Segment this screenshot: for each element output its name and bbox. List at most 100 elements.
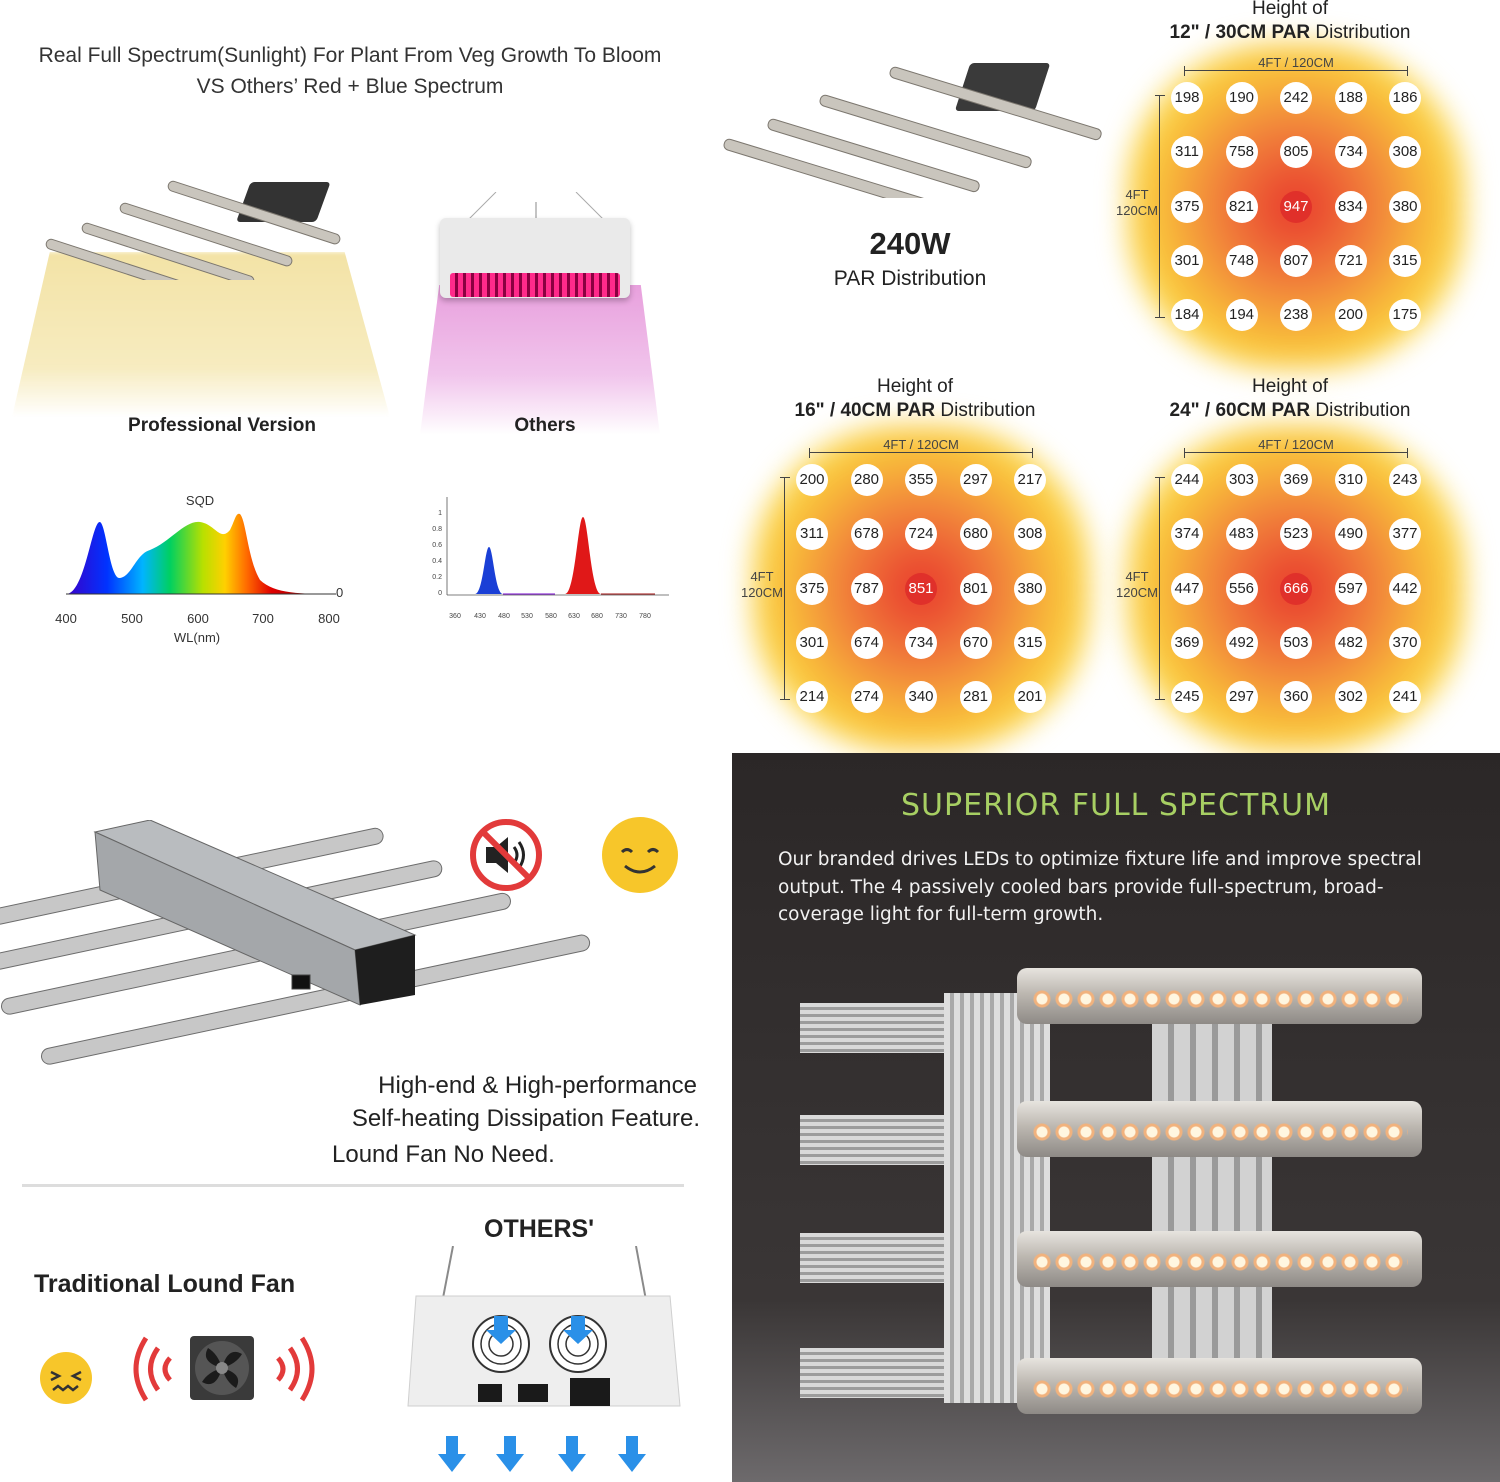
- par-value-cell: 503: [1280, 626, 1312, 659]
- feature-line-3: Lound Fan No Need.: [332, 1141, 555, 1168]
- par-value-cell: 200: [1334, 299, 1367, 332]
- depth-ruler: [1155, 477, 1165, 701]
- par-value-cell: 374: [1171, 518, 1203, 551]
- heatsink-fins: [800, 1348, 950, 1398]
- par-height-title: 24" / 60CM PAR Distribution: [1100, 400, 1480, 422]
- depth-label: 120CM: [1116, 584, 1158, 600]
- led-bar: [1017, 1101, 1422, 1157]
- par-value-cell: 340: [905, 681, 937, 714]
- sqd-xtick: 800: [318, 611, 340, 626]
- sqd-zero-tick: 0: [336, 585, 343, 600]
- model-watt: 240W: [869, 226, 951, 261]
- hanging-wires: [465, 192, 607, 222]
- spectrum-title-line1: Real Full Spectrum(Sunlight) For Plant F…: [38, 44, 662, 67]
- par-value-cell: 947: [1280, 190, 1312, 223]
- par-value-cell: 244: [1171, 464, 1203, 496]
- superior-description: Our branded drives LEDs to optimize fixt…: [778, 849, 1422, 925]
- par-value-cell: 280: [850, 464, 883, 496]
- par-value-cell: 281: [959, 681, 992, 714]
- red-peak: [565, 517, 601, 594]
- par-value-cell: 355: [905, 464, 937, 496]
- sad-face-icon: [40, 1352, 92, 1404]
- passive-heatsink-fixture: [0, 820, 591, 1065]
- full-spectrum-light-beam: [12, 252, 390, 417]
- par-value-cell: 194: [1225, 299, 1258, 332]
- par-value-cell: 734: [1334, 136, 1367, 169]
- others-xtick: 680: [591, 613, 603, 620]
- par-value-cell: 190: [1225, 82, 1258, 114]
- driver-housing: [944, 993, 1050, 1403]
- par-height-prefix: Height of: [1251, 0, 1329, 19]
- par-value-cell: 670: [959, 626, 992, 659]
- par-value-cell: 721: [1334, 244, 1367, 277]
- par-value-cell: 724: [905, 518, 937, 551]
- par-value-cell: 801: [959, 572, 992, 605]
- par-value-cell: 201: [1014, 681, 1046, 714]
- depth-ruler: [1155, 95, 1165, 319]
- par-value-cell: 310: [1334, 464, 1367, 496]
- par-height-suffix: Distribution: [1310, 22, 1411, 43]
- depth-label: 120CM: [1116, 202, 1158, 218]
- par-value-cell: 214: [796, 681, 828, 714]
- sqd-xtick: 500: [121, 611, 143, 626]
- others-ytick: 0.4: [432, 558, 442, 565]
- fan-icon: [190, 1336, 254, 1400]
- superior-title: SUPERIOR FULL SPECTRUM: [901, 788, 1331, 823]
- par-height-prefix: Height of: [876, 376, 954, 397]
- sqd-xtick: 600: [187, 611, 209, 626]
- par-value-cell: 556: [1225, 572, 1258, 605]
- par-value-cell: 834: [1334, 190, 1367, 223]
- par-value-cell: 442: [1389, 572, 1421, 605]
- feature-line-2: Self-heating Dissipation Feature.: [351, 1105, 700, 1132]
- par-value-cell: 311: [796, 518, 828, 551]
- smiley-icon: [602, 817, 678, 893]
- others-ytick: 0.6: [432, 542, 442, 549]
- depth-label: 4FT: [1125, 186, 1149, 202]
- sqd-spectrum-chart: SQD 0 400 500 600 700 800 WL(nm): [55, 493, 343, 645]
- par-value-cell: 186: [1389, 82, 1421, 114]
- feature-line-1: High-end & High-performance: [378, 1072, 697, 1099]
- spectrum-title: Real Full Spectrum(Sunlight) For Plant F…: [0, 40, 700, 102]
- others-label: Others: [514, 415, 576, 436]
- sound-wave-left-icon: [133, 1336, 172, 1402]
- par-distribution-caption: PAR Distribution: [833, 267, 987, 290]
- others-xtick: 480: [498, 613, 510, 620]
- width-ruler: [1184, 66, 1408, 76]
- par-value-cell: 369: [1280, 464, 1312, 496]
- par-grid-24in: Height of 24" / 60CM PAR Distribution 4FT …: [1100, 374, 1480, 753]
- par-value-cell: 301: [796, 626, 828, 659]
- par-value-cell: 447: [1171, 572, 1203, 605]
- airflow-out-arrows: [438, 1436, 646, 1472]
- par-value-cell: 523: [1280, 518, 1312, 551]
- par-value-cell: 666: [1280, 572, 1312, 605]
- par-value-cell: 217: [1014, 464, 1046, 496]
- width-label: 4FT / 120CM: [1258, 55, 1334, 70]
- par-value-cell: 245: [1171, 681, 1203, 714]
- par-value-cell: 242: [1280, 82, 1312, 114]
- par-value-cell: 297: [1225, 681, 1258, 714]
- others-ytick: 1: [438, 510, 442, 517]
- depth-label: 4FT: [750, 568, 774, 584]
- others-led-panel: [440, 218, 630, 298]
- sqd-label: SQD: [186, 493, 214, 508]
- par-value-cell: 308: [1014, 518, 1046, 551]
- par-height-prefix: Height of: [1251, 376, 1329, 397]
- par-value-cell: 243: [1389, 464, 1421, 496]
- par-height-bold: 12" / 30CM PAR: [1169, 22, 1311, 43]
- others-spectrum-chart: 1 0.8 0.6 0.4 0.2 0 360 430 480 530 580 …: [432, 497, 669, 620]
- par-value-cell: 380: [1014, 572, 1046, 605]
- light-fixture-240w: [723, 63, 1102, 198]
- center-frame: [1152, 1023, 1272, 1403]
- par-value-cell: 301: [1171, 244, 1203, 277]
- par-value-cell: 303: [1225, 464, 1258, 496]
- par-value-cell: 483: [1225, 518, 1258, 551]
- professional-version-label: Professional Version: [128, 415, 316, 436]
- spectrum-title-line2: VS Others’ Red + Blue Spectrum: [196, 75, 504, 98]
- airflow-in-arrows: [486, 1316, 593, 1344]
- others-xtick: 580: [545, 613, 557, 620]
- width-label: 4FT / 120CM: [1258, 437, 1334, 452]
- depth-label: 120CM: [741, 584, 783, 600]
- par-height-suffix: Distribution: [1310, 400, 1411, 421]
- par-value-cell: 238: [1280, 299, 1312, 332]
- section-divider: [22, 1184, 684, 1187]
